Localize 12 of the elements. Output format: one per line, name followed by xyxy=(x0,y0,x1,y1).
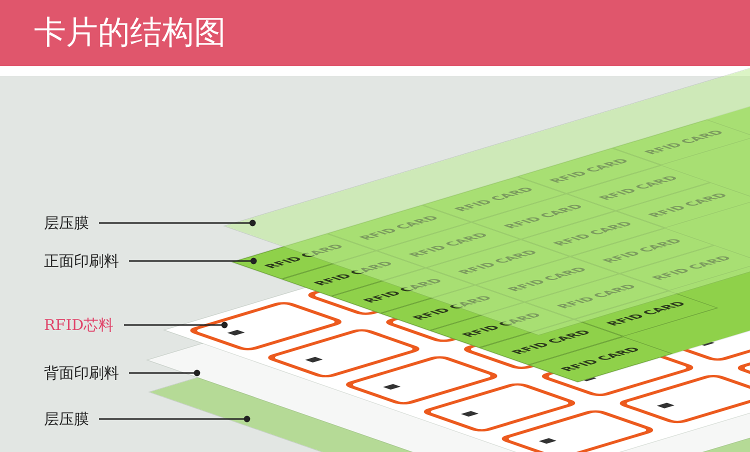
leader-line xyxy=(129,370,200,376)
leader-line xyxy=(124,322,228,328)
leader-line xyxy=(99,220,256,226)
leader-line xyxy=(129,258,257,264)
layer-label: 正面印刷料 xyxy=(44,252,119,270)
leader-line xyxy=(99,416,250,422)
layer-label: 层压膜 xyxy=(44,410,89,428)
layer-label: 背面印刷料 xyxy=(44,364,119,382)
layer-label: 层压膜 xyxy=(44,214,89,232)
card-print-text: RFID CARD xyxy=(640,129,728,156)
layer-label: RFID芯料 xyxy=(44,316,114,334)
title: 卡片的结构图 xyxy=(34,12,226,52)
